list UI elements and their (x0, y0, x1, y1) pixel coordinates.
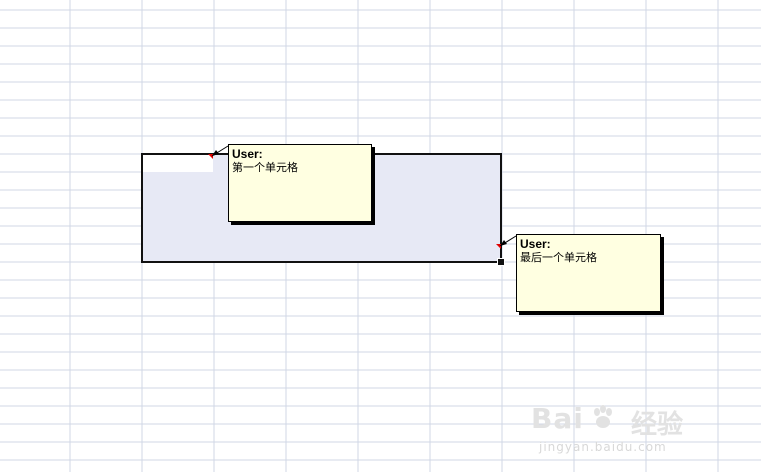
active-cell[interactable] (142, 154, 213, 172)
watermark-brand: Bai (531, 402, 584, 435)
fill-handle[interactable] (497, 258, 505, 266)
comment-indicator-first[interactable] (208, 154, 213, 159)
watermark-url: jingyan.baidu.com (539, 440, 667, 454)
comment-box-last[interactable]: User: 最后一个单元格 (516, 234, 661, 312)
comment-text: 第一个单元格 (232, 161, 298, 174)
comment-text: 最后一个单元格 (520, 251, 597, 264)
comment-author: User: (232, 147, 263, 161)
paw-icon (594, 405, 612, 428)
baidu-jingyan-watermark: Bai 经验 jingyan.baidu.com (531, 402, 721, 462)
watermark-brand-cn: 经验 (631, 410, 684, 440)
comment-box-first[interactable]: User: 第一个单元格 (228, 144, 372, 222)
comment-author: User: (520, 237, 551, 251)
comment-indicator-last[interactable] (496, 244, 501, 249)
